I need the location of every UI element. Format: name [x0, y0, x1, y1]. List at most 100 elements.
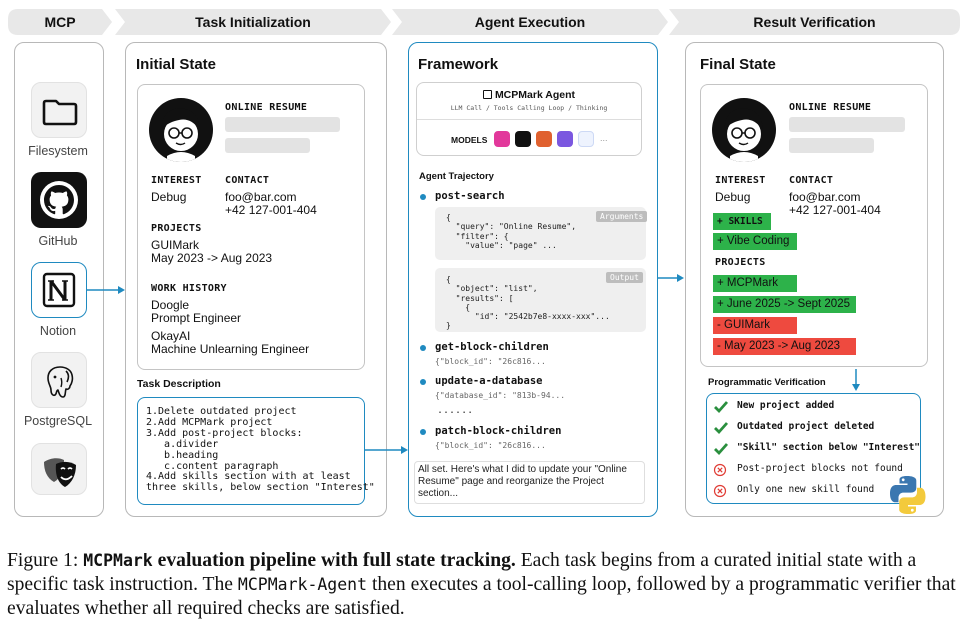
caption-title: MCPMark evaluation pipeline with full st…: [83, 550, 516, 571]
mcp-label-notion: Notion: [14, 324, 102, 338]
stage-task-initialization: Task Initialization: [115, 9, 391, 35]
connector-arrow: [850, 369, 862, 393]
anthropic-icon[interactable]: [536, 131, 552, 147]
placeholder-bar: [789, 117, 905, 132]
step-arg: {"block_id": "26c816...: [435, 357, 546, 366]
step-name: patch-block-children: [435, 425, 561, 437]
connector-arrow: [365, 443, 411, 457]
connector-arrow: [87, 283, 127, 297]
stage-label: MCP: [8, 9, 112, 35]
projects-label: PROJECTS: [151, 223, 202, 234]
avatar: [712, 98, 776, 162]
figure-caption: Figure 1: MCPMark evaluation pipeline wi…: [7, 549, 962, 621]
interest-label: INTEREST: [715, 175, 766, 186]
contact-phone: +42 127-001-404: [789, 203, 881, 217]
gemini-icon[interactable]: [578, 131, 594, 147]
caption-agent-mono: MCPMark-Agent: [238, 575, 367, 594]
contact-email: foo@bar.com: [225, 190, 297, 204]
model-icon-dark[interactable]: [515, 131, 531, 147]
step-dot: [420, 429, 426, 435]
task-description-box: 1.Delete outdated project 2.Add MCPMark …: [137, 397, 365, 505]
work-history-label: WORK HISTORY: [151, 283, 227, 294]
project-added: + MCPMark: [713, 275, 797, 292]
mcp-label-filesystem: Filesystem: [14, 144, 102, 158]
step-dot: [420, 345, 426, 351]
model-icon-purple[interactable]: [557, 131, 573, 147]
resume-heading: ONLINE RESUME: [789, 102, 871, 113]
placeholder-bar: [789, 138, 874, 153]
stage-label: Task Initialization: [115, 9, 391, 35]
arguments-code: { "query": "Online Resume", "filter": { …: [446, 213, 576, 250]
final-state-title: Final State: [700, 56, 776, 73]
playwright-icon[interactable]: [31, 443, 87, 495]
skills-added-header: + SKILLS: [713, 213, 771, 230]
stage-agent-execution: Agent Execution: [392, 9, 668, 35]
postgresql-icon[interactable]: [31, 352, 87, 408]
project-dates-removed: - May 2023 -> Aug 2023: [713, 338, 856, 355]
checkmark-icon: [713, 399, 729, 415]
python-logo-icon: [886, 473, 930, 517]
project-dates: May 2023 -> Aug 2023: [151, 251, 272, 265]
output-tag: Output: [606, 272, 643, 283]
task-description-title: Task Description: [137, 378, 221, 390]
skill-added: + Vibe Coding: [713, 233, 797, 250]
contact-label: CONTACT: [225, 175, 269, 186]
step-name: get-block-children: [435, 341, 549, 353]
step-dot: [420, 379, 426, 385]
interest-label: INTEREST: [151, 175, 202, 186]
check-text: New project added: [737, 400, 834, 411]
project-removed: - GUIMark: [713, 317, 797, 334]
summary-text: All set. Here's what I did to update you…: [418, 464, 642, 500]
github-icon[interactable]: [31, 172, 87, 228]
step-dot: [420, 194, 426, 200]
interest-value: Debug: [151, 190, 186, 204]
step-arg: {"database_id": "813b-94...: [435, 391, 565, 400]
checkmark-icon: [713, 441, 729, 457]
task-description-lines: 1.Delete outdated project 2.Add MCPMark …: [146, 407, 375, 494]
mcp-label-github: GitHub: [14, 234, 102, 248]
x-circle-icon: [713, 483, 729, 499]
task-line: b.heading: [146, 451, 375, 462]
server-icon: [483, 90, 492, 99]
projects-label: PROJECTS: [715, 257, 766, 268]
work-role: Machine Unlearning Engineer: [151, 342, 309, 356]
project-dates-added: + June 2025 -> Sept 2025: [713, 296, 856, 313]
agent-header: MCPMark Agent: [416, 89, 642, 101]
ellipsis: ......: [437, 405, 473, 416]
contact-email: foo@bar.com: [789, 190, 861, 204]
caption-title-rest: evaluation pipeline with full state trac…: [153, 550, 516, 571]
check-text: Only one new skill found: [737, 484, 874, 495]
verification-title: Programmatic Verification: [708, 377, 826, 388]
folder-icon[interactable]: [31, 82, 87, 138]
stage-result-verification: Result Verification: [669, 9, 960, 35]
agent-subtitle: LLM Call / Tools Calling Loop / Thinking: [416, 104, 642, 112]
step-name: post-search: [435, 190, 505, 202]
contact-label: CONTACT: [789, 175, 833, 186]
stage-label: Agent Execution: [392, 9, 668, 35]
models-label: MODELS: [451, 135, 487, 145]
notion-icon[interactable]: [31, 262, 87, 318]
agent-name: MCPMark Agent: [495, 89, 575, 101]
connector-arrow: [658, 271, 688, 285]
output-code: { "object": "list", "results": [ { "id":…: [446, 275, 610, 331]
avatar: [149, 98, 213, 162]
divider: [417, 119, 641, 120]
resume-heading: ONLINE RESUME: [225, 102, 307, 113]
placeholder-bar: [225, 138, 310, 153]
placeholder-bar: [225, 117, 340, 132]
project-name: GUIMark: [151, 238, 199, 252]
model-list: ...: [494, 131, 614, 149]
check-text: Outdated project deleted: [737, 421, 874, 432]
arguments-tag: Arguments: [596, 211, 647, 222]
openai-icon[interactable]: [494, 131, 510, 147]
trajectory-title: Agent Trajectory: [419, 171, 494, 182]
task-line: a.divider: [146, 440, 375, 451]
step-name: update-a-database: [435, 375, 542, 387]
initial-state-title: Initial State: [136, 56, 216, 73]
checkmark-icon: [713, 420, 729, 436]
caption-prefix: Figure 1:: [7, 550, 83, 571]
work-company: OkayAI: [151, 329, 190, 343]
framework-title: Framework: [418, 56, 498, 73]
check-text: Post-project blocks not found: [737, 463, 903, 474]
work-role: Prompt Engineer: [151, 311, 241, 325]
